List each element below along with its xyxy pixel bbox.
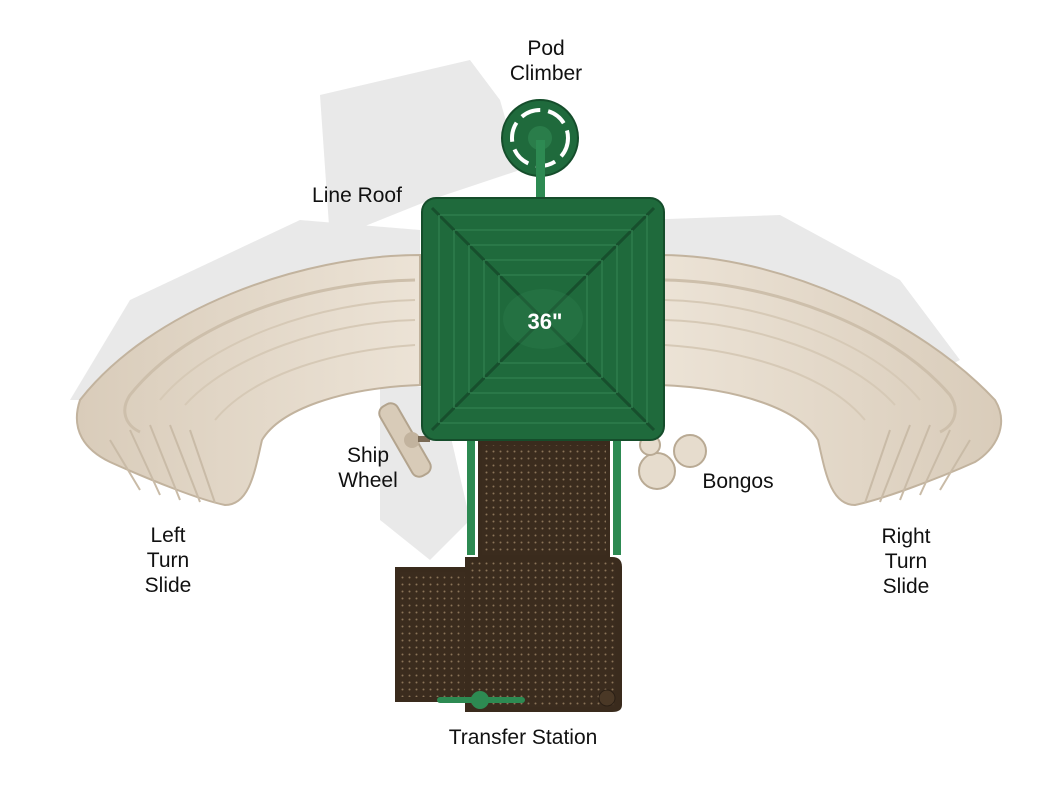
transfer-station [395, 440, 622, 712]
pod-climber-label: Pod Climber [509, 37, 583, 85]
ship-wheel [378, 402, 432, 478]
line-roof [421, 197, 665, 441]
ship-wheel-label: Ship Wheel [338, 444, 398, 492]
left-turn-slide [75, 253, 421, 507]
line-roof-label: Line Roof [312, 184, 402, 207]
right-turn-slide-label: Right Turn Slide [881, 525, 931, 598]
bongos-label: Bongos [702, 470, 774, 493]
left-turn-slide-label: Left Turn Slide [144, 524, 192, 597]
pod-climber [501, 99, 579, 202]
right-turn-slide [659, 253, 1003, 507]
roof-height-label: 36" [527, 309, 563, 334]
transfer-station-label: Transfer Station [448, 726, 598, 749]
bongos [638, 434, 707, 490]
